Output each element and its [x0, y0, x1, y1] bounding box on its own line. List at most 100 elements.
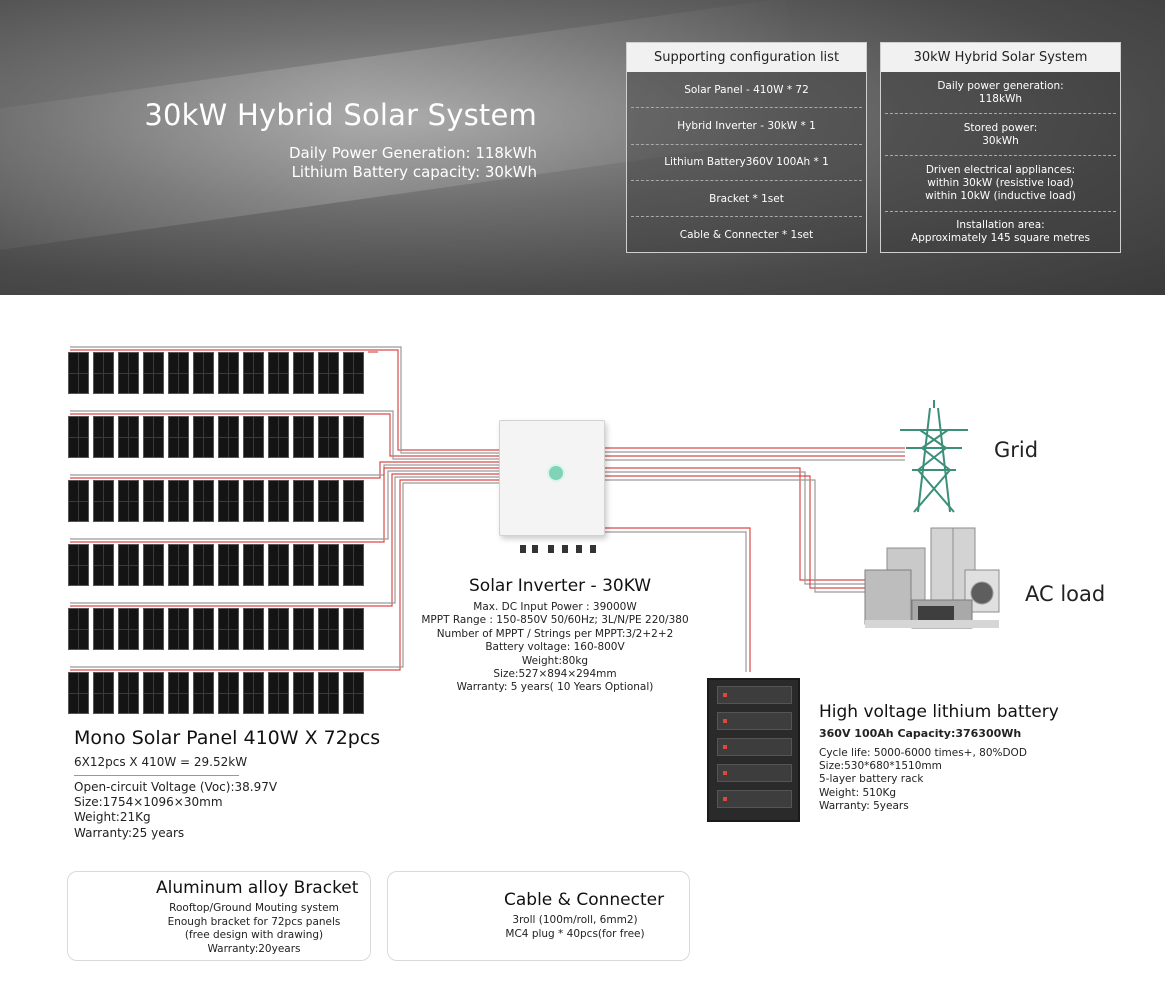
solar-panel: [343, 608, 364, 650]
ac-wire: [605, 475, 865, 589]
system-summary-box: 30kW Hybrid Solar System Daily power gen…: [880, 42, 1121, 253]
subtitle-line-1: Daily Power Generation: 118kWh: [289, 144, 537, 162]
solar-panel: [293, 544, 314, 586]
solar-panel: [268, 480, 289, 522]
solar-panel: [193, 544, 214, 586]
summary-label: Daily power generation:: [937, 79, 1064, 92]
inverter-title: Solar Inverter - 30KW: [469, 576, 652, 596]
panel-wire: [70, 346, 500, 454]
solar-panel: [268, 544, 289, 586]
system-summary-item: Installation area: Approximately 145 squ…: [885, 212, 1116, 252]
bracket-line: Rooftop/Ground Mouting system: [169, 902, 339, 914]
bracket-details: Rooftop/Ground Mouting system Enough bra…: [164, 902, 344, 956]
solar-panel: [343, 544, 364, 586]
solar-panel: [318, 608, 339, 650]
cable-card: Cable & Connecter 3roll (100m/roll, 6mm2…: [387, 871, 690, 961]
panel-specs: Open-circuit Voltage (Voc):38.97V Size:1…: [74, 780, 277, 841]
ac-wire: [605, 467, 865, 581]
battery-wire: [605, 527, 751, 672]
solar-panel: [118, 416, 139, 458]
panel-row: [68, 608, 368, 650]
inverter-spec: Warranty: 5 years( 10 Years Optional): [456, 681, 654, 694]
panel-wire: [70, 470, 500, 540]
inverter-spec: Size:527×894×294mm: [493, 668, 617, 681]
solar-panel: [143, 480, 164, 522]
solar-panel: [318, 480, 339, 522]
inverter-spec: Battery voltage: 160-800V: [485, 641, 625, 654]
grid-label: Grid: [994, 438, 1039, 462]
solar-panel: [68, 480, 89, 522]
solar-panel: [93, 352, 114, 394]
panel-wire: [70, 410, 500, 460]
solar-panel: [143, 416, 164, 458]
panel-spec: Open-circuit Voltage (Voc):38.97V: [74, 780, 278, 794]
solar-panel: [343, 416, 364, 458]
solar-panel: [168, 608, 189, 650]
solar-panel: [318, 416, 339, 458]
solar-panel: [168, 672, 189, 714]
solar-panel: [293, 416, 314, 458]
solar-panel: [343, 480, 364, 522]
solar-panel: [68, 416, 89, 458]
solar-panel: [168, 352, 189, 394]
battery-specs: Cycle life: 5000-6000 times+, 80%DOD Siz…: [819, 747, 1027, 813]
solar-panel: [218, 480, 239, 522]
battery-title: High voltage lithium battery: [819, 702, 1059, 722]
summary-label: Stored power:: [963, 121, 1038, 134]
solar-panel: [143, 352, 164, 394]
battery-module: [717, 738, 792, 756]
summary-label: Installation area:: [956, 219, 1045, 231]
solar-panel: [93, 416, 114, 458]
panel-row: [68, 352, 368, 394]
battery-module: [717, 686, 792, 704]
bracket-line: (free design with drawing): [184, 929, 324, 941]
config-list-item: Bracket * 1set: [631, 181, 862, 218]
solar-panel: [243, 672, 264, 714]
config-list-item: Solar Panel - 410W * 72: [631, 72, 862, 109]
solar-panel: [293, 480, 314, 522]
summary-value: Approximately 145 square metres: [911, 232, 1090, 244]
inverter-spec: Weight:80kg: [521, 654, 589, 667]
solar-panel: [193, 672, 214, 714]
panel-row: [68, 544, 368, 586]
solar-panel: [118, 672, 139, 714]
solar-panel: [168, 416, 189, 458]
panel-formula: 6X12pcs X 410W = 29.52kW: [74, 755, 248, 769]
battery-rack: [707, 678, 800, 822]
solar-panel: [218, 416, 239, 458]
solar-panel: [143, 672, 164, 714]
inverter-connectors: [520, 545, 596, 553]
solar-panel: [68, 608, 89, 650]
solar-panel: [118, 352, 139, 394]
panel-spec: Size:1754×1096×30mm: [74, 795, 223, 810]
solar-panel: [118, 480, 139, 522]
ac-wire: [605, 479, 865, 593]
panel-row: [68, 480, 368, 522]
solar-panel: [168, 480, 189, 522]
solar-panel: [68, 352, 89, 394]
solar-panel: [293, 608, 314, 650]
summary-value: within 30kW (resistive load): [927, 177, 1074, 189]
solar-panel: [93, 608, 114, 650]
page-title: 30kW Hybrid Solar System: [144, 98, 537, 132]
solar-panel: [343, 352, 364, 394]
cable-line: 3roll (100m/roll, 6mm2): [512, 914, 638, 926]
summary-value: 30kWh: [982, 134, 1019, 147]
solar-panel: [68, 544, 89, 586]
header-banner: 30kW Hybrid Solar System Daily Power Gen…: [0, 0, 1165, 295]
ac-wire: [605, 471, 865, 585]
summary-value: within 10kW (inductive load): [925, 190, 1076, 202]
solar-panel: [293, 672, 314, 714]
battery-module: [717, 790, 792, 808]
panel-wire: [70, 476, 500, 604]
solar-panel: [243, 352, 264, 394]
panel-wire: [70, 413, 500, 457]
summary-value: 118kWh: [978, 92, 1023, 105]
solar-panel: [268, 672, 289, 714]
config-list-box: Supporting configuration list Solar Pane…: [626, 42, 867, 253]
panel-wire: [70, 467, 500, 543]
solar-panel: [93, 672, 114, 714]
panel-row: [68, 416, 368, 458]
battery-subtitle: 360V 100Ah Capacity:376300Wh: [819, 727, 1022, 740]
bracket-line: Enough bracket for 72pcs panels: [167, 915, 341, 928]
